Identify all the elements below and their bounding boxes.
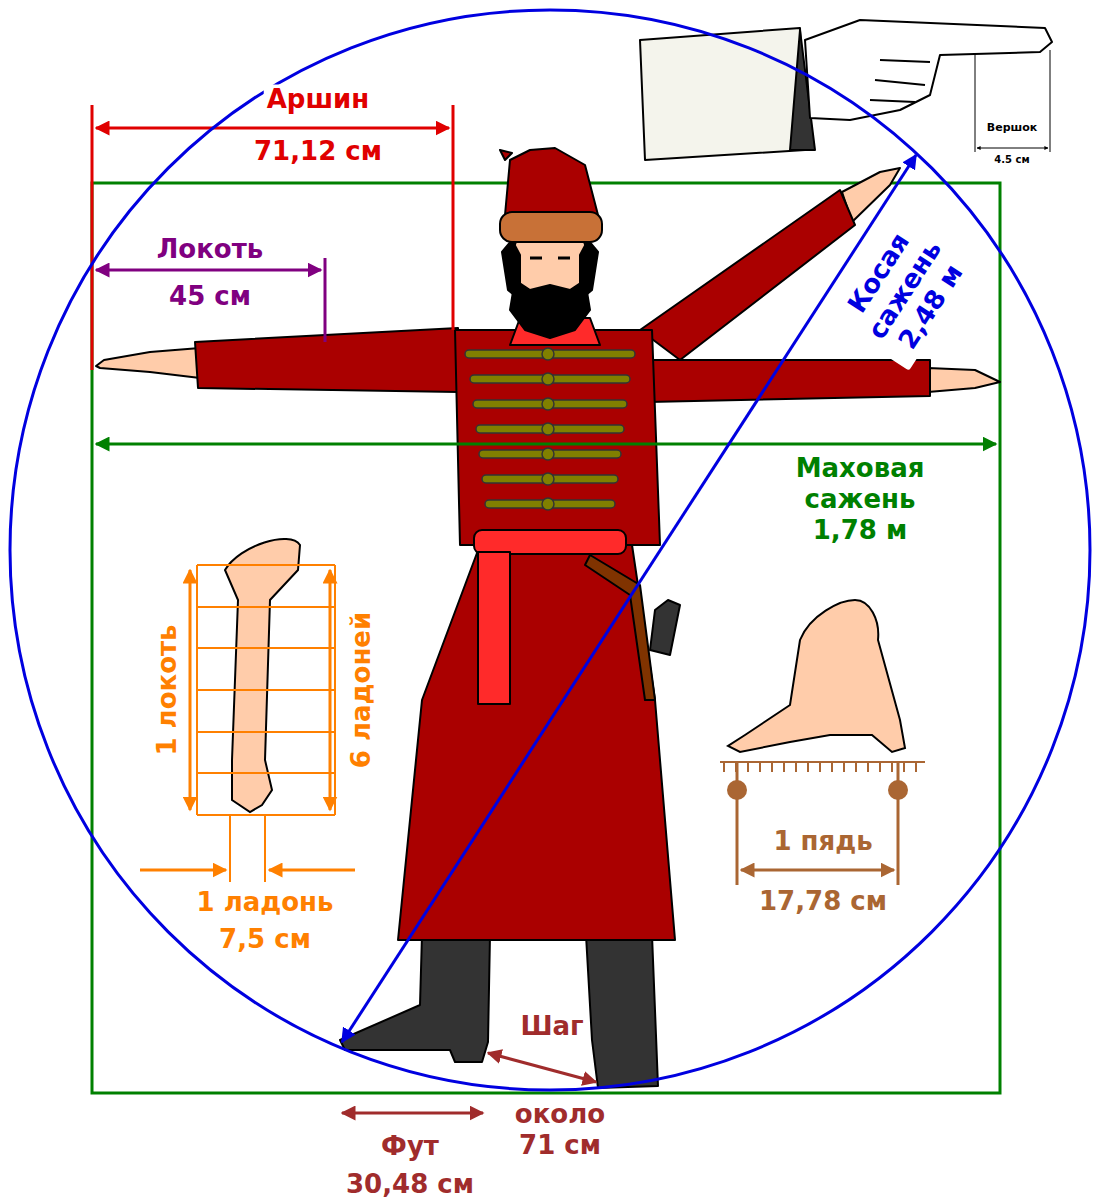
ruler-tick <box>891 762 893 772</box>
ruler-tick <box>795 762 797 772</box>
measure-name: Маховая сажень 1,78 м <box>772 453 948 547</box>
dimension: 71,12 см <box>251 136 385 167</box>
measure-name: Шаг <box>517 1011 586 1042</box>
measure-name: Локоть <box>154 234 266 265</box>
ruler-tick <box>771 762 773 772</box>
ruler-tick <box>831 762 833 772</box>
ruler-tick <box>903 762 905 772</box>
measure-name: 1 ладонь <box>194 887 337 918</box>
ruler-tick <box>867 762 869 772</box>
dimension: 7,5 см <box>216 924 314 955</box>
dimension: 4.5 см <box>991 154 1032 166</box>
ruler-tick <box>783 762 785 772</box>
ruler-tick <box>915 762 917 772</box>
measure-name: 1 локоть <box>152 621 183 758</box>
measure-name: 6 ладоней <box>346 609 377 771</box>
measure-name: Фут <box>378 1131 442 1162</box>
ruler-tick <box>807 762 809 772</box>
ruler-tick <box>759 762 761 772</box>
ruler-tick <box>855 762 857 772</box>
dimension: 17,78 см <box>756 886 890 917</box>
measure-name: Аршин <box>264 84 373 115</box>
dimension: 30,48 см <box>343 1169 477 1200</box>
measure-name: Вершок <box>984 121 1040 134</box>
ruler-tick <box>723 762 725 772</box>
measure-name: 1 пядь <box>770 826 875 857</box>
ruler-tick <box>819 762 821 772</box>
ruler-tick <box>879 762 881 772</box>
measure-name: Косая сажень 2,48 м <box>830 210 980 371</box>
ruler-tick <box>747 762 749 772</box>
ruler-tick <box>843 762 845 772</box>
dimension: около 71 см <box>497 1099 623 1161</box>
dimension: 45 см <box>166 281 254 312</box>
